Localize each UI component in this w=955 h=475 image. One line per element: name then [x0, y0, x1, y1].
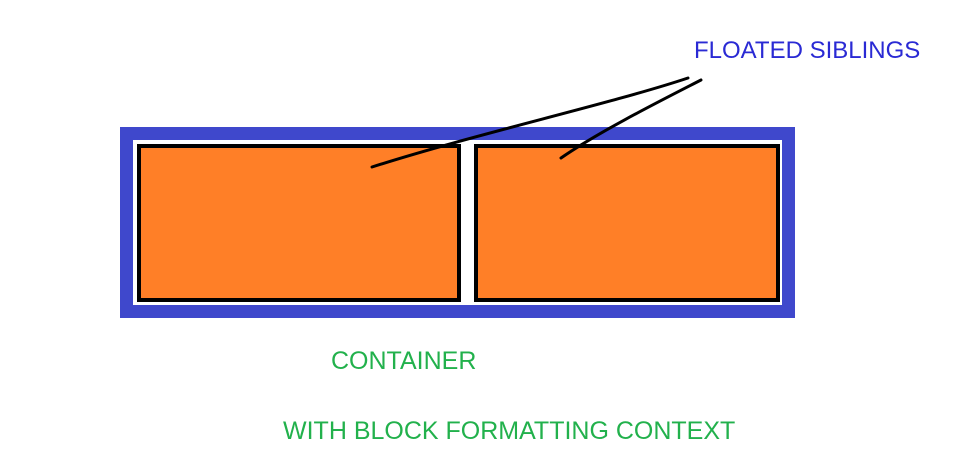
floated-sibling-left	[137, 144, 461, 302]
bfc-container	[120, 127, 795, 318]
floated-sibling-right	[474, 144, 780, 302]
floated-siblings-label: FLOATED SIBLINGS	[694, 37, 921, 64]
container-label: CONTAINER	[331, 347, 477, 375]
footer-label: WITH BLOCK FORMATTING CONTEXT	[283, 417, 736, 445]
